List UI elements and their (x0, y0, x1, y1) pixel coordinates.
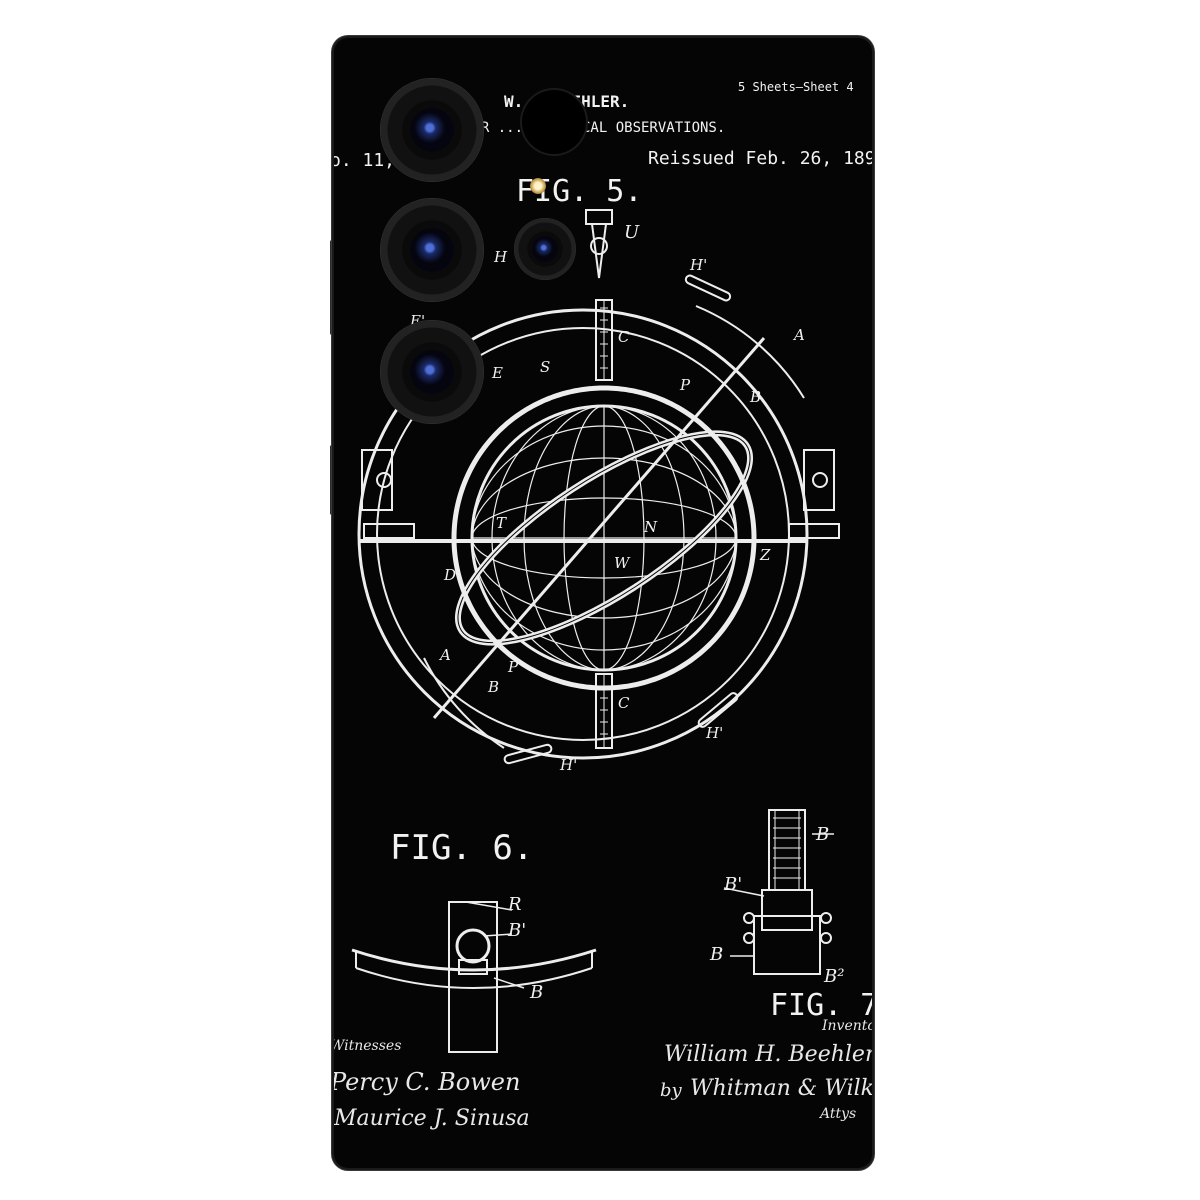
witness-signature-2: Maurice J. Sinusa (334, 1106, 530, 1131)
phone-skin: 5 Sheets—Sheet 4 W... BEEHLER. FOR ...G … (334, 38, 872, 1168)
armillary-illustration (351, 209, 840, 1053)
reissue-date: Reissued Feb. 26, 1895 (648, 148, 872, 169)
label-h-prime-right: H' (706, 724, 724, 742)
label-r: R (508, 894, 522, 915)
label-z: Z (760, 546, 771, 564)
label-s: S (540, 358, 551, 376)
fig6-title: FIG. 6. (390, 828, 534, 868)
label-a-bottom: A (440, 646, 451, 664)
label-b-fig7-left: B (710, 944, 724, 965)
label-c-bottom: C (618, 694, 630, 712)
camera-glass-3 (410, 350, 454, 394)
attorney-label: Attys (820, 1106, 857, 1122)
label-b-bottom: B (488, 678, 500, 696)
label-p-bottom: P (508, 658, 519, 676)
label-e: E (492, 364, 503, 382)
witness-signature-1: Percy C. Bowen (334, 1068, 521, 1096)
camera-glass-5 (532, 236, 558, 262)
label-h-prime-top: H' (690, 256, 708, 274)
label-b-top: B (750, 388, 762, 406)
camera-lens-4 (522, 90, 586, 154)
attorney-prefix: by (660, 1080, 682, 1101)
flash-icon (530, 178, 546, 194)
label-t: T (496, 514, 507, 532)
label-h: H (494, 248, 508, 266)
label-b2-fig7: B² (824, 966, 845, 987)
label-b-prime-fig6: B' (508, 920, 527, 941)
label-h-prime-bottom: H' (560, 756, 578, 774)
camera-glass-1 (410, 108, 454, 152)
sheet-count: 5 Sheets—Sheet 4 (738, 80, 854, 94)
label-a-top: A (794, 326, 805, 344)
fig7-title: FIG. 7 (770, 988, 872, 1023)
inventor-label: Inventor (822, 1018, 872, 1034)
label-w: W (614, 554, 630, 572)
volume-button[interactable] (330, 240, 335, 335)
label-b-prime-fig7: B' (724, 874, 743, 895)
label-b-fig7-top: B (816, 824, 830, 845)
camera-glass-2 (410, 228, 454, 272)
label-p-top: P (680, 376, 691, 394)
witnesses-label: Witnesses (334, 1038, 402, 1054)
label-b-fig6: B (530, 982, 544, 1003)
label-d: D (444, 566, 457, 584)
label-u: U (624, 222, 640, 243)
power-button[interactable] (330, 445, 335, 515)
inventor-signature: William H. Beehler (664, 1042, 872, 1067)
label-c-top: C (618, 328, 630, 346)
label-n: N (644, 518, 658, 536)
attorney-signature: Whitman & Wilkinson (690, 1076, 872, 1101)
